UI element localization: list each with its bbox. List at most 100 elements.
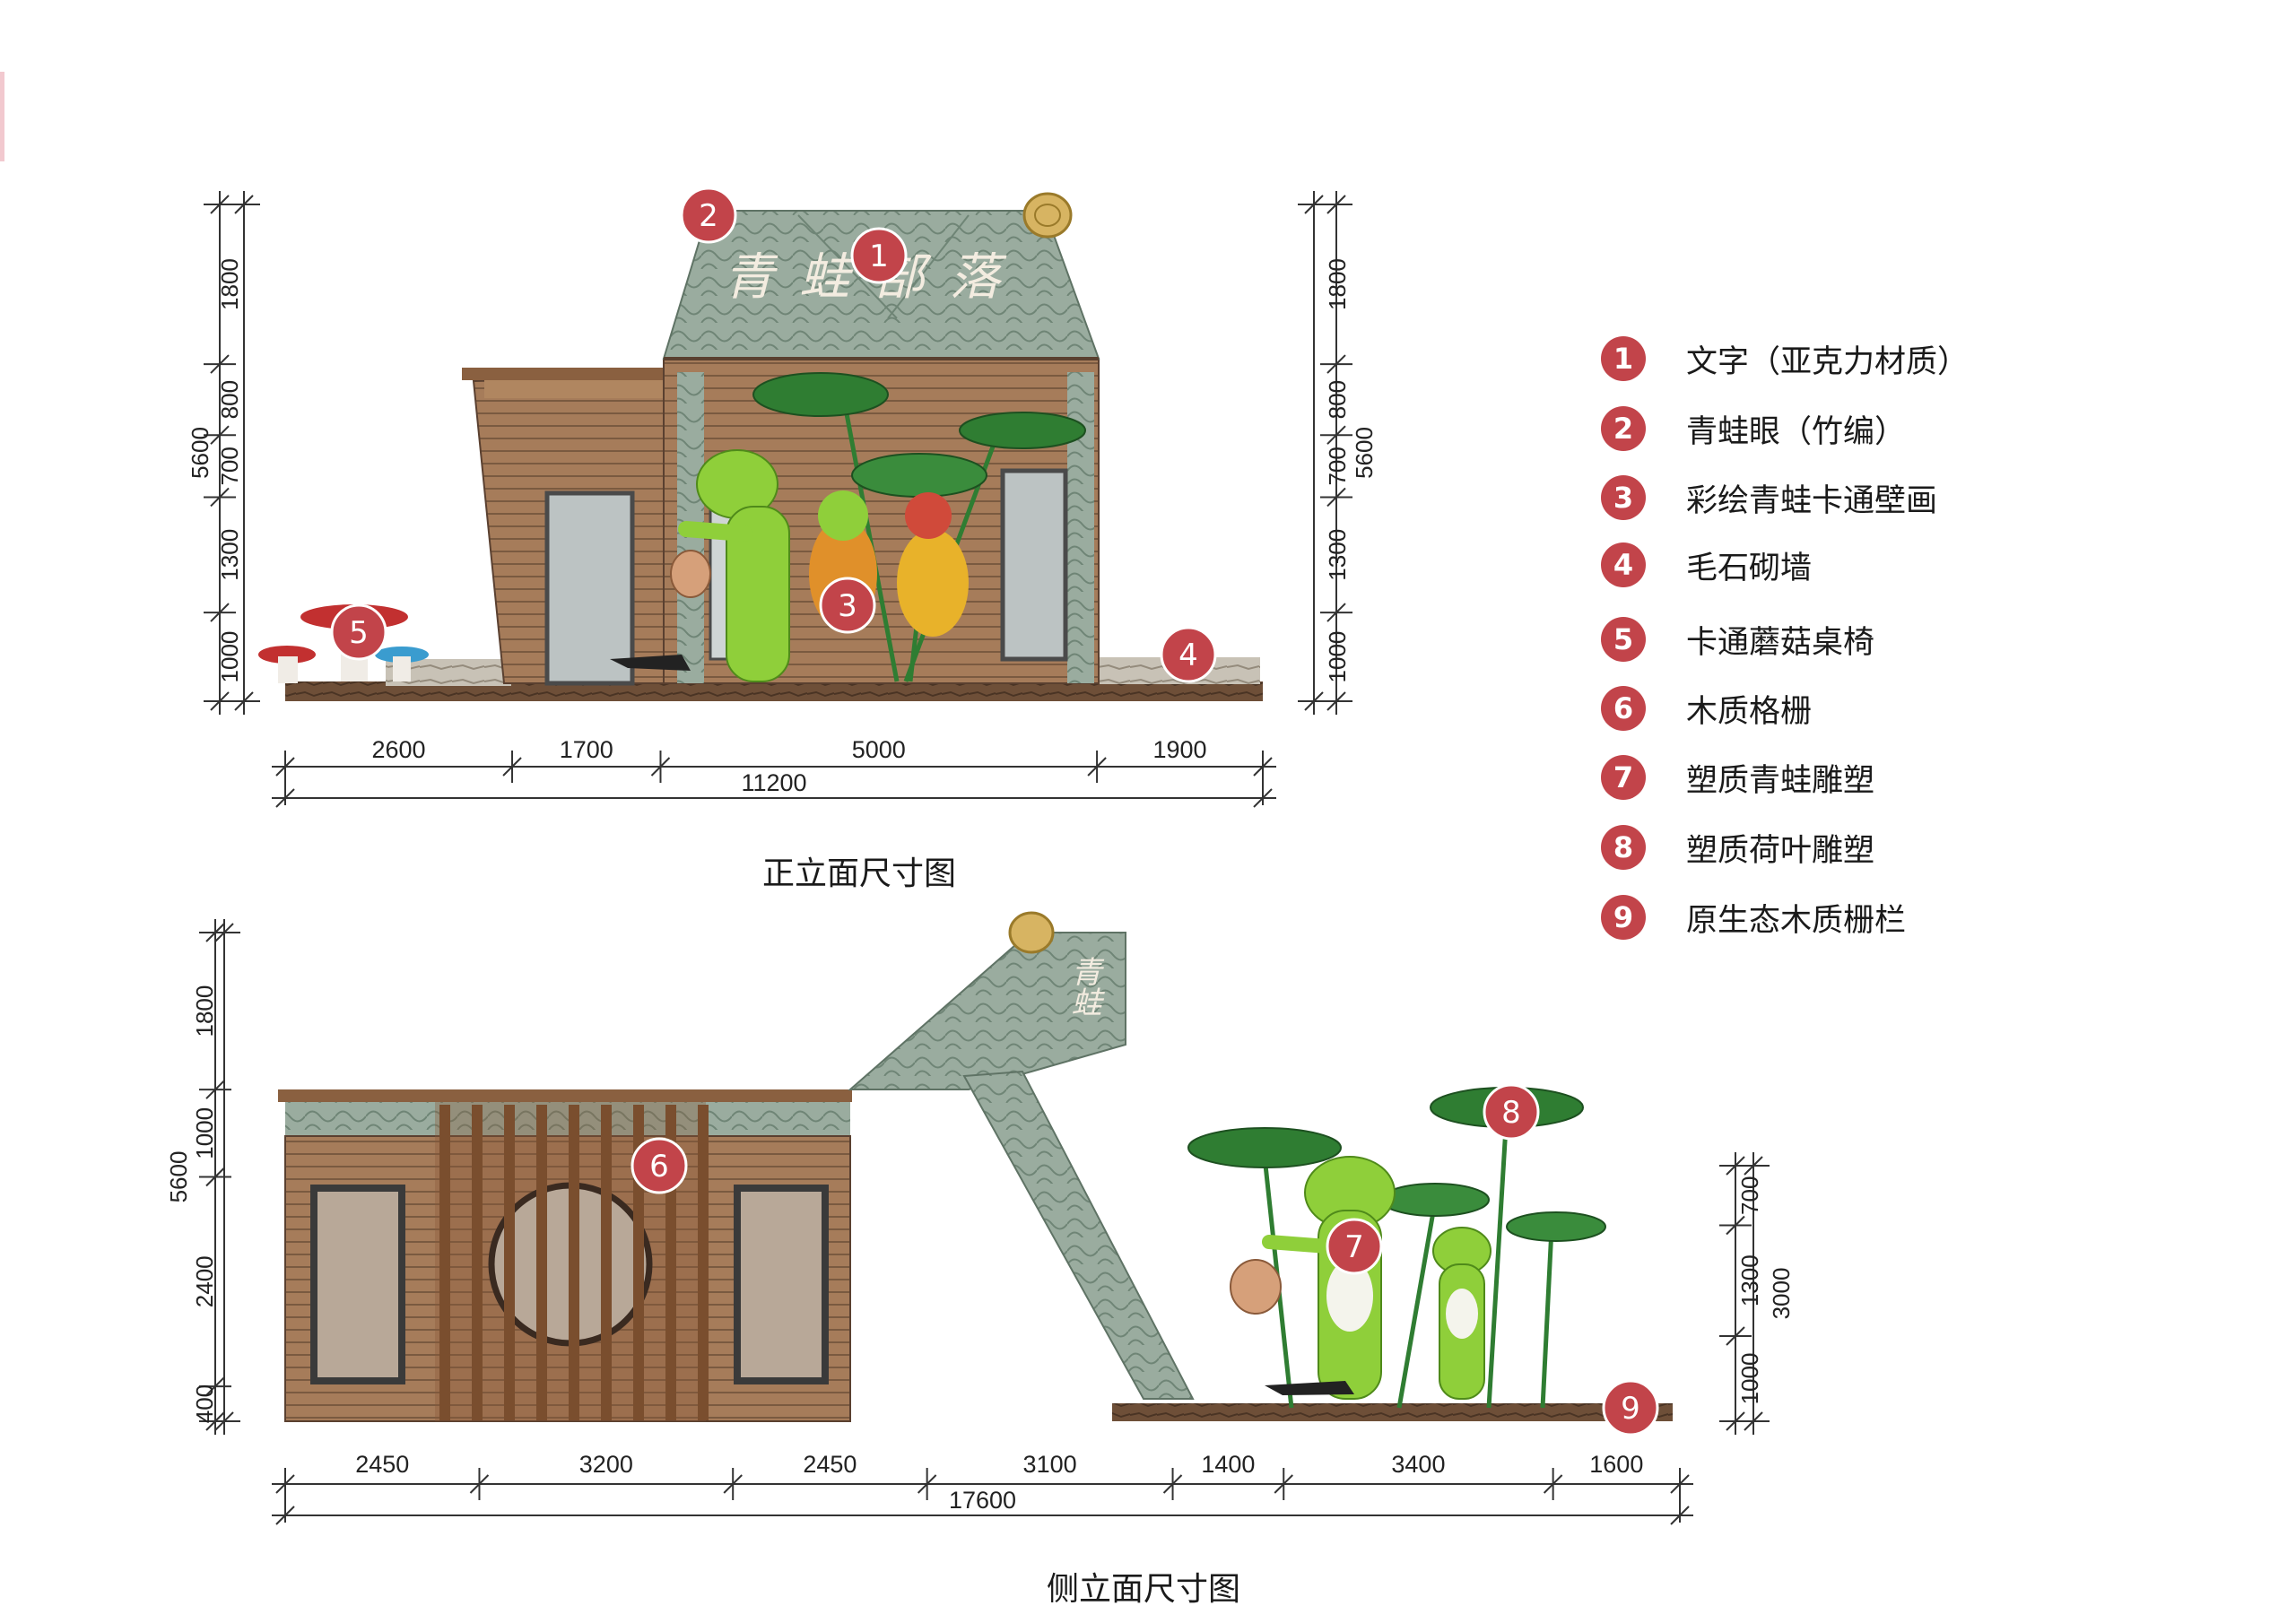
dim-label: 1800: [191, 985, 218, 1037]
dim-label: 1000: [1736, 1353, 1763, 1405]
lotus-leaf-1: [752, 372, 889, 417]
side-frog-eye: [1008, 911, 1055, 954]
dim-label: 3200: [579, 1451, 633, 1478]
legend-number: 4: [1601, 542, 1646, 587]
marker-5: 5: [330, 603, 387, 661]
dimension-lines: [199, 191, 1770, 1525]
legend-item: 9 原生态木质栅栏: [1601, 890, 1906, 944]
side-markers: 6 7 8 9: [631, 1083, 1659, 1436]
dim-label: 800: [1324, 380, 1351, 419]
side-bird: [1265, 1381, 1354, 1395]
dim-total-label: 17600: [949, 1487, 1016, 1514]
dim-label: 1600: [1589, 1451, 1643, 1478]
side-window-right: [734, 1185, 829, 1384]
dim-label: 1800: [1324, 258, 1351, 310]
marker-4: 4: [1160, 626, 1217, 683]
dim-label: 2600: [371, 736, 425, 763]
dim-label: 1000: [1324, 631, 1351, 683]
front-markers: 1 2 3 4 5: [330, 187, 1217, 683]
dim-label: 800: [216, 380, 243, 419]
legend-item: 5 卡通蘑菇桌椅: [1601, 612, 1874, 666]
legend-label: 青蛙眼（竹编）: [1686, 413, 1907, 450]
dim-label: 1000: [216, 631, 243, 683]
marker-8: 8: [1483, 1083, 1540, 1141]
stone-band: [285, 1102, 850, 1136]
grille-bar: [439, 1105, 450, 1420]
lotus-leaf-2: [959, 412, 1086, 449]
svg-text:5: 5: [349, 615, 369, 651]
dim-label: 1000: [191, 1107, 218, 1159]
dim-total-label: 11200: [741, 769, 806, 796]
side-view-title: 侧立面尺寸图: [1046, 1571, 1241, 1608]
bird-silhouette: [610, 655, 691, 671]
legend-label: 彩绘青蛙卡通壁画: [1686, 482, 1938, 519]
legend-number: 3: [1601, 475, 1646, 520]
legend-label: 卡通蘑菇桌椅: [1686, 624, 1875, 661]
dim-label: 2400: [191, 1255, 218, 1307]
bamboo-frog-eye: [1022, 192, 1073, 239]
marker-3: 3: [819, 577, 876, 634]
grille-bar: [536, 1105, 547, 1420]
dim-total-label: 5600: [187, 427, 213, 479]
lotus-leaf-3: [851, 453, 987, 498]
legend-label: 木质格栅: [1686, 693, 1813, 730]
svg-text:1: 1: [869, 239, 889, 274]
mushroom-chair-cap-2: [375, 647, 429, 663]
legend-item: 2 青蛙眼（竹编）: [1601, 402, 1906, 456]
left-roof-eave: [462, 368, 668, 380]
dim-label: 400: [191, 1384, 218, 1423]
grille-bar: [472, 1105, 483, 1420]
grille-bar: [504, 1105, 515, 1420]
svg-text:6: 6: [649, 1149, 669, 1185]
front-view-title: 正立面尺寸图: [761, 855, 957, 892]
legend-item: 8 塑质荷叶雕塑: [1601, 820, 1874, 874]
legend-label: 原生态木质栅栏: [1686, 902, 1907, 939]
grille-bar: [569, 1105, 579, 1420]
side-sign-text: 青蛙: [1065, 956, 1101, 1017]
svg-text:9: 9: [1621, 1391, 1640, 1427]
frog-statue-body: [726, 506, 790, 682]
legend-number: 9: [1601, 895, 1646, 940]
side-elevation: 青蛙: [278, 911, 1673, 1422]
legend-number: 5: [1601, 617, 1646, 662]
marker-2: 2: [680, 187, 737, 244]
lotus-stem-1: [840, 394, 900, 682]
svg-text:7: 7: [1344, 1229, 1364, 1265]
legend-number: 8: [1601, 825, 1646, 870]
dim-label: 1900: [1153, 736, 1207, 763]
front-elevation: 青蛙部落: [258, 192, 1263, 701]
dim-label: 700: [1324, 447, 1351, 485]
mural-frog-2: [897, 529, 969, 637]
dim-label: 2450: [803, 1451, 857, 1478]
dim-total-label: 3000: [1768, 1268, 1795, 1320]
door-left: [544, 490, 635, 686]
svg-text:4: 4: [1178, 638, 1198, 673]
side-ground: [1112, 1403, 1673, 1421]
marker-9: 9: [1602, 1379, 1659, 1436]
legend-item: 4 毛石砌墙: [1601, 538, 1812, 592]
dim-label: 3400: [1391, 1451, 1445, 1478]
dim-total-label: 5600: [165, 1151, 192, 1203]
legend-label: 塑质荷叶雕塑: [1686, 832, 1875, 869]
dim-label: 1800: [216, 258, 243, 310]
svg-text:2: 2: [699, 198, 718, 234]
legend-label: 毛石砌墙: [1686, 550, 1813, 586]
legend-label: 文字（亚克力材质）: [1686, 343, 1970, 380]
ground-strip: [285, 681, 1263, 701]
page-edge-accent: [0, 72, 4, 161]
dim-label: 1300: [1324, 529, 1351, 581]
dim-label: 1400: [1201, 1451, 1255, 1478]
dim-label: 1700: [560, 736, 613, 763]
side-frog-sack: [1230, 1259, 1282, 1315]
marker-1: 1: [850, 227, 908, 284]
mushroom-chair-cap-1: [258, 646, 316, 664]
svg-text:8: 8: [1501, 1095, 1521, 1131]
marker-7: 7: [1326, 1218, 1383, 1275]
legend-number: 2: [1601, 406, 1646, 451]
legend-number: 6: [1601, 686, 1646, 731]
left-roof-slats: [484, 380, 664, 398]
